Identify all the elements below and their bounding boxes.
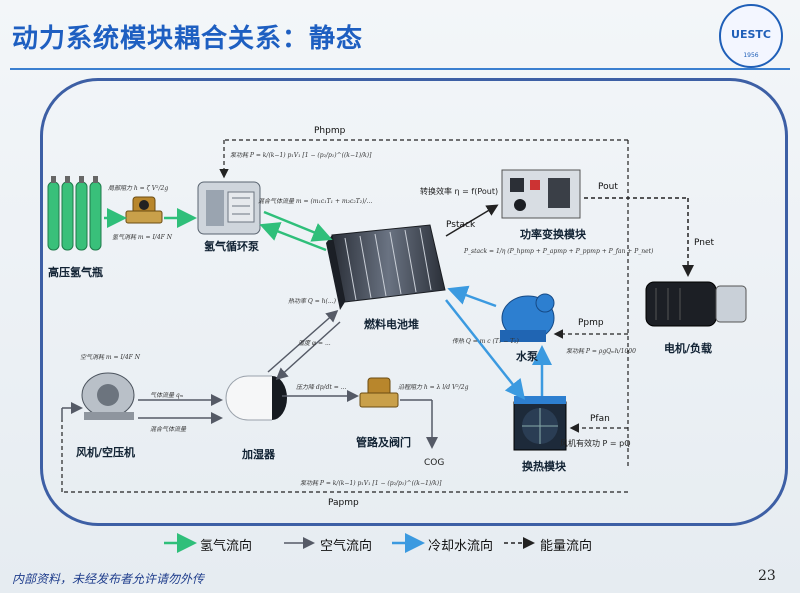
- formula-dcdc-power: P_stack = 1/η (P_hpmp + P_apmp + P_ppmp …: [464, 248, 654, 255]
- logo-text: UESTC: [731, 28, 771, 41]
- hydrogen-tanks-label: 高压氢气瓶: [48, 266, 103, 279]
- formula-valve-resistance: 沿程阻力 h = λ l/d V²/2g: [398, 384, 469, 391]
- motor-label: 电机/负载: [664, 342, 713, 355]
- signal-papmp: Papmp: [328, 498, 359, 508]
- signal-pfan: Pfan: [590, 414, 610, 424]
- signal-pout: Pout: [598, 182, 618, 192]
- formula-h2-pump-power: 泵功耗 P = k/(k−1) p₁V₁ [1 − (p₂/p₁)^((k−1)…: [230, 152, 372, 159]
- formula-pressure-drop: 压力降 dp/dt = ...: [296, 384, 347, 391]
- signal-phpmp: Phpmp: [314, 126, 346, 136]
- page-title: 动力系统模块耦合关系：静态: [12, 24, 364, 54]
- motor-icon: [645, 281, 747, 327]
- coolant-flow-lines: [445, 285, 552, 400]
- formula-stack-heat: 热功率 Q = h(...): [288, 298, 336, 305]
- heat-exchanger-label: 换热模块: [522, 460, 566, 473]
- legend-energy: 能量流向: [540, 539, 593, 554]
- dcdc-module-label: 功率变换模块: [520, 228, 586, 241]
- pipeline-valve-label: 管路及阀门: [356, 436, 411, 449]
- fuel-cell-stack-icon: [326, 224, 446, 310]
- hydrogen-flow-lines: [104, 208, 333, 252]
- formula-air-flow: 气体流量 qₘ: [150, 392, 184, 399]
- stack-efficiency-note: 转换效率 η = f(Pout): [420, 187, 499, 196]
- logo-year: 1956: [743, 52, 759, 59]
- humidifier-label: 加湿器: [242, 448, 275, 461]
- hydrogen-tanks-icon: [47, 176, 102, 251]
- university-logo: UESTC 1956: [719, 4, 783, 68]
- formula-air-consumption: 空气消耗 m = I/4F N: [80, 354, 140, 361]
- legend-coolant: 冷却水流向: [428, 539, 494, 554]
- pipeline-valve-icon: [359, 377, 399, 408]
- formula-h2-resistance: 局部阻力 h = ζ V²/2g: [108, 185, 169, 192]
- signal-ppmp: Ppmp: [578, 318, 604, 328]
- confidential-footer: 内部资料，未经发布者允许请勿外传: [12, 572, 205, 586]
- legend-hydrogen: 氢气流向: [200, 539, 253, 554]
- formula-h2-consumption: 氢气消耗 m = I/4F N: [112, 234, 172, 241]
- signal-pnet: Pnet: [694, 238, 715, 248]
- water-pump-icon: [500, 293, 555, 342]
- formula-heat-exchange: 传热 Q = m c (T₁ − T₂): [452, 338, 519, 345]
- page-number: 23: [758, 568, 776, 584]
- humidifier-icon: [225, 375, 287, 421]
- dcdc-module-icon: [501, 169, 581, 219]
- legend-air: 空气流向: [320, 539, 373, 554]
- signal-pstack: Pstack: [446, 220, 476, 230]
- fuel-cell-stack-label: 燃料电池堆: [364, 318, 419, 331]
- water-pump-label: 水泵: [516, 350, 538, 363]
- energy-flow-lines: [61, 139, 694, 493]
- air-flow-lines: [61, 310, 438, 449]
- fan-power-note: 风机有效功 P = pQ: [560, 439, 631, 448]
- cog-label: COG: [424, 458, 445, 468]
- formula-air-pump-power: 泵功耗 P = k/(k−1) p₁V₁ [1 − (p₂/p₁)^((k−1)…: [300, 480, 442, 487]
- hydrogen-valve-icon: [125, 196, 163, 224]
- heat-exchanger-icon: [513, 396, 567, 451]
- blower-icon: [81, 372, 135, 420]
- hydrogen-pump-label: 氢气循环泵: [204, 240, 259, 253]
- formula-h2-recirculation: 混合气体流量 m = (m₁c₁T₁ + m₂c₂T₂)/...: [258, 198, 373, 205]
- formula-stack-humidity: 湿度 φ = ...: [298, 340, 331, 347]
- hydrogen-pump-icon: [197, 181, 261, 235]
- diagram-frame: [40, 78, 788, 526]
- formula-humidifier-flow: 混合气体流量: [150, 426, 187, 433]
- formula-water-pump-power: 泵功耗 P = ρgQₘh/1000: [566, 348, 636, 355]
- blower-label: 风机/空压机: [76, 446, 136, 459]
- title-divider: [10, 68, 790, 70]
